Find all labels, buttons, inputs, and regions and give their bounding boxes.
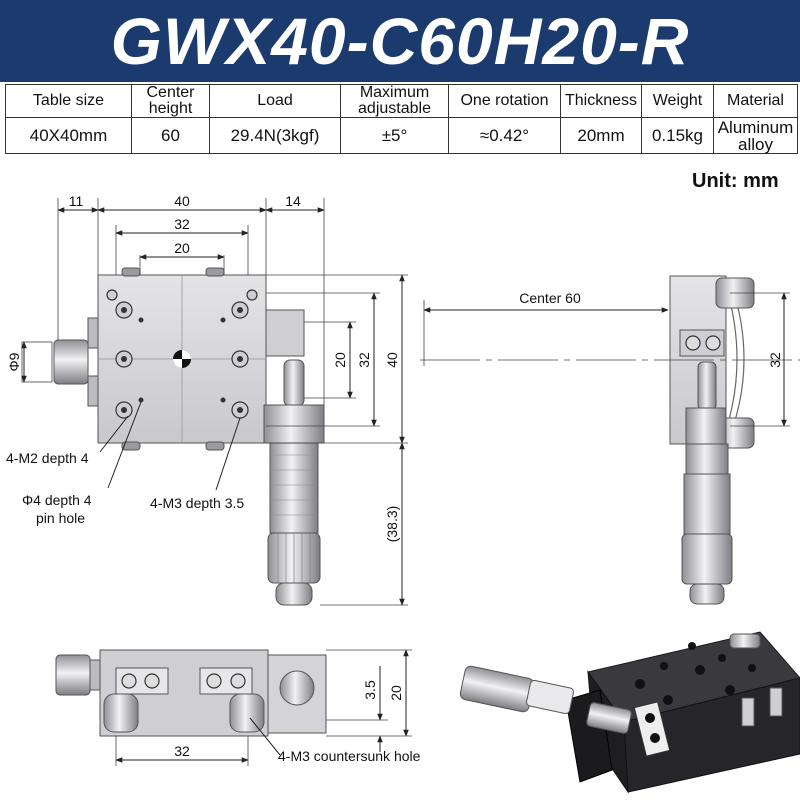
spec-value-cell: Aluminum alloy	[713, 117, 798, 154]
callout-pin-hole: Φ4 depth 4	[22, 492, 92, 508]
m2-hole	[106, 289, 118, 301]
spec-header-cell: Maximum adjustable	[340, 84, 449, 118]
spec-header-cell: One rotation	[448, 84, 561, 118]
callout-m2: 4-M2 depth 4	[6, 450, 89, 466]
unit-label: Unit: mm	[692, 170, 779, 192]
side-knob	[53, 339, 89, 385]
spec-value-cell: 0.15kg	[641, 117, 714, 154]
countersunk-hole	[103, 693, 139, 733]
front-view	[55, 649, 327, 737]
callout-countersunk: 4-M3 countersunk hole	[278, 748, 421, 764]
product-photo	[459, 631, 800, 794]
dim-knob-diameter: Φ9	[6, 352, 22, 371]
dim-32: 32	[174, 216, 190, 232]
micrometer-bracket	[265, 309, 305, 357]
dim-side-32: 32	[767, 352, 783, 368]
spec-header-cell: Table size	[5, 84, 132, 118]
dim-14: 14	[285, 193, 301, 209]
countersunk-hole	[229, 693, 265, 733]
spec-header-row: Table size Center height Load Maximum ad…	[5, 84, 798, 118]
dim-bottom-32: 32	[174, 743, 190, 759]
micrometer-end	[279, 670, 315, 706]
side-view-dimensions	[420, 292, 800, 427]
top-view	[21, 267, 325, 606]
spec-header-cell: Material	[713, 84, 798, 118]
front-view-dimensions	[115, 649, 412, 766]
spec-value-cell: ±5°	[340, 117, 449, 154]
title-banner: GWX40-C60H20-R	[0, 0, 800, 82]
product-title: GWX40-C60H20-R	[110, 4, 690, 78]
dim-11: 11	[69, 193, 84, 209]
dim-40: 40	[174, 193, 190, 209]
spec-header-cell: Load	[209, 84, 341, 118]
knob-outline	[21, 341, 53, 383]
spec-value-cell: 60	[131, 117, 210, 154]
callout-pin-hole-2: pin hole	[36, 510, 85, 526]
m2-hole	[246, 289, 258, 301]
dim-bottom-20: 20	[388, 685, 404, 701]
dim-center-60: Center 60	[519, 290, 581, 306]
dim-20: 20	[174, 240, 190, 256]
spec-value-cell: 40X40mm	[5, 117, 132, 154]
spec-header-cell: Thickness	[560, 84, 642, 118]
side-view	[669, 275, 755, 605]
micrometer-cap	[275, 582, 313, 606]
dim-right-32: 32	[356, 352, 372, 368]
dim-right-20: 20	[332, 352, 348, 368]
dim-micrometer-length: (38.3)	[384, 506, 400, 543]
knob-block	[87, 317, 99, 349]
micrometer-sleeve	[263, 404, 325, 444]
spec-value-row: 40X40mm 60 29.4N(3kgf) ±5° ≈0.42° 20mm 0…	[5, 117, 798, 154]
callout-m3: 4-M3 depth 3.5	[150, 495, 244, 511]
spec-value-cell: 20mm	[560, 117, 642, 154]
spec-value-cell: 29.4N(3kgf)	[209, 117, 341, 154]
top-view-dimensions	[21, 198, 408, 606]
knob-block	[87, 375, 99, 407]
dim-right-40: 40	[384, 352, 400, 368]
micrometer-spindle	[283, 359, 305, 407]
dim-bottom-3-5: 3.5	[362, 680, 378, 700]
micrometer-barrel	[269, 442, 319, 534]
spec-table: Table size Center height Load Maximum ad…	[5, 84, 798, 154]
spec-value-cell: ≈0.42°	[448, 117, 561, 154]
